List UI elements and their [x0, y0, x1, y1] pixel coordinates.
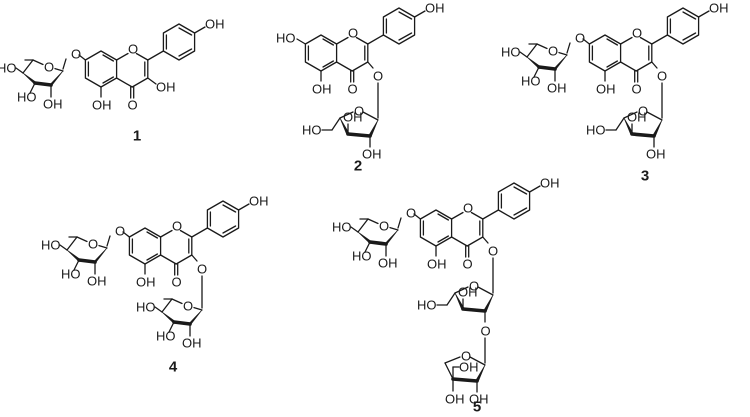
c5-hydroxyl: OH — [596, 82, 616, 97]
flavonol-core — [304, 7, 426, 83]
svg-text:O: O — [461, 349, 471, 364]
c5-hydroxyl: OH — [312, 82, 332, 97]
rha-c4-hydroxyl: HO — [41, 238, 61, 253]
rha-c4-hydroxyl: HO — [136, 300, 156, 315]
araf-c5-hydroxyl: HO — [586, 123, 606, 138]
flavonol-core — [588, 7, 710, 83]
o1-atom: O — [632, 26, 642, 41]
rhamnose-7: O HO HO OH — [41, 235, 109, 289]
c4prime-hydroxyl: OH — [709, 1, 729, 16]
flavonol-core — [128, 200, 250, 276]
apiose: O OH OH OH — [443, 349, 489, 407]
rhamnose: O HO HO OH — [0, 58, 65, 112]
svg-text:O: O — [183, 299, 193, 314]
svg-text:O: O — [469, 279, 479, 294]
c4-carbonyl-o: O — [128, 98, 138, 113]
svg-text:O: O — [354, 104, 364, 119]
araf-c5-hydroxyl: HO — [417, 298, 437, 313]
compound-label-1: 1 — [133, 128, 141, 145]
c4-carbonyl-o: O — [632, 82, 642, 97]
compound-label-5: 5 — [473, 399, 481, 416]
o7-atom: O — [71, 47, 81, 62]
flavonol-core — [419, 182, 541, 258]
compound-4: O OH O O OH O HO HO OH O O HO HO OH — [41, 194, 269, 351]
svg-text:O: O — [88, 237, 98, 252]
flavonol-core — [84, 23, 206, 99]
compound-label-2: 2 — [354, 158, 362, 175]
araf-c5-hydroxyl: HO — [302, 123, 322, 138]
rha-c3-hydroxyl: HO — [61, 267, 81, 282]
api-c3-hydroxyl: OH — [445, 392, 465, 407]
c4prime-hydroxyl: OH — [249, 194, 269, 209]
rhamnose-3: O HO HO OH — [136, 297, 204, 351]
rha-c2-hydroxyl: OH — [547, 81, 567, 96]
c4prime-hydroxyl: OH — [425, 1, 445, 16]
compound-5: O OH O O OH O HO HO OH O O OH HO O O OH — [332, 176, 560, 407]
compound-1: O OH OH O O OH O HO HO OH — [0, 17, 225, 113]
c4-carbonyl-o: O — [172, 275, 182, 290]
arabinofuranose: O OH HO O O OH OH OH — [417, 279, 495, 407]
rhamnose: O HO HO OH — [332, 217, 400, 271]
o3-atom: O — [657, 69, 667, 84]
o7-atom: O — [115, 224, 125, 239]
rha-c3-hydroxyl: HO — [156, 329, 176, 344]
araf-c2-hydroxyl: OH — [362, 147, 382, 162]
o3-atom: O — [197, 262, 207, 277]
c4prime-hydroxyl: OH — [540, 176, 560, 191]
o3-atom: O — [488, 244, 498, 259]
araf-c3-hydroxyl: OH — [343, 110, 363, 125]
c3-hydroxyl: OH — [156, 80, 176, 95]
o1-atom: O — [172, 219, 182, 234]
rha-c4-hydroxyl: HO — [501, 45, 521, 60]
svg-text:O: O — [379, 219, 389, 234]
o3-atom: O — [373, 69, 383, 84]
rha-c2-hydroxyl: OH — [43, 97, 63, 112]
api-c4-hydroxyl: OH — [459, 360, 479, 375]
o2-link-atom: O — [481, 324, 491, 339]
araf-c2-hydroxyl: OH — [646, 147, 666, 162]
compound-label-3: 3 — [641, 168, 649, 185]
c7-hydroxyl: HO — [276, 31, 296, 46]
rha-c4-hydroxyl: HO — [0, 61, 17, 76]
o1-atom: O — [463, 201, 473, 216]
api-c2-hydroxyl: OH — [469, 392, 489, 407]
rha-c3-hydroxyl: HO — [352, 249, 372, 264]
rha-c2-hydroxyl: OH — [87, 274, 107, 289]
o7-atom: O — [406, 206, 416, 221]
rhamnose: O HO HO OH — [501, 42, 569, 96]
rha-c3-hydroxyl: HO — [17, 90, 37, 105]
rha-c4-hydroxyl: HO — [332, 220, 352, 235]
araf-c3-hydroxyl: OH — [458, 285, 478, 300]
rha-c3-hydroxyl: HO — [521, 74, 541, 89]
svg-text:O: O — [548, 44, 558, 59]
c5-hydroxyl: OH — [136, 275, 156, 290]
c5-hydroxyl: OH — [92, 98, 112, 113]
o1-atom: O — [128, 42, 138, 57]
araf-c3-hydroxyl: OH — [627, 110, 647, 125]
o7-atom: O — [575, 31, 585, 46]
c4prime-hydroxyl: OH — [205, 17, 225, 32]
c4-carbonyl-o: O — [348, 82, 358, 97]
c5-hydroxyl: OH — [427, 257, 447, 272]
compound-3: O OH O O OH O HO HO OH O O OH HO OH — [501, 1, 729, 162]
o1-atom: O — [348, 26, 358, 41]
arabinofuranose: O OH HO OH — [302, 104, 382, 162]
compound-label-4: 4 — [169, 359, 178, 376]
rha-c2-hydroxyl: OH — [378, 256, 398, 271]
svg-text:O: O — [638, 104, 648, 119]
arabinofuranose: O OH HO OH — [586, 104, 666, 162]
compound-2: HO OH O O OH O O OH HO OH — [276, 1, 445, 162]
rha-c2-hydroxyl: OH — [182, 336, 202, 351]
c4-carbonyl-o: O — [463, 257, 473, 272]
svg-text:O: O — [44, 60, 54, 75]
